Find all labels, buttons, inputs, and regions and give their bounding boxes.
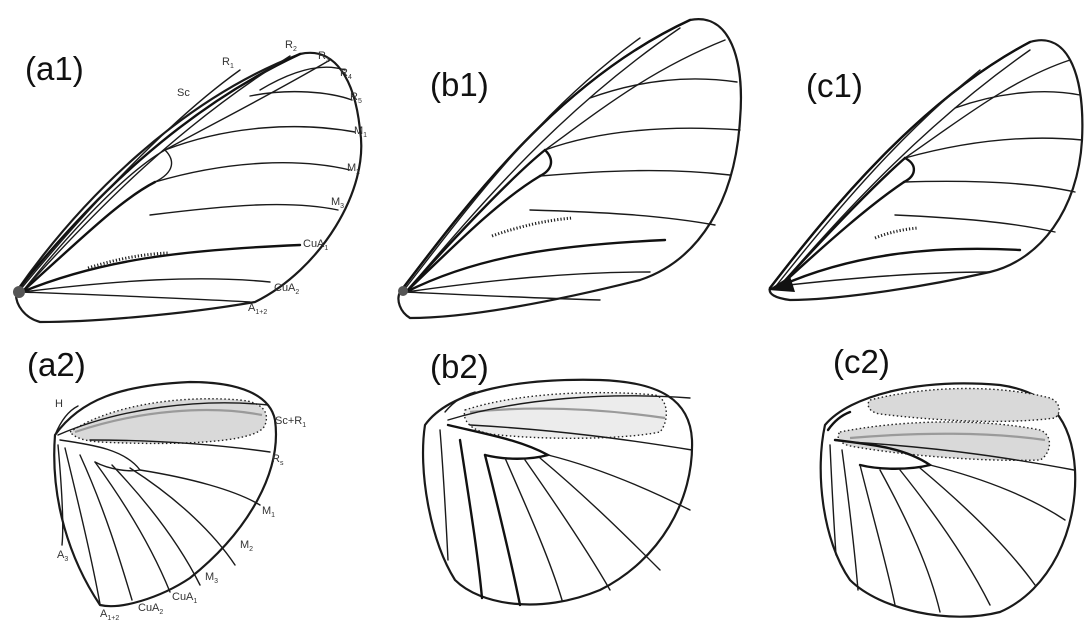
label-r5: R5 bbox=[350, 91, 362, 105]
label-cua2: CuA2 bbox=[274, 282, 299, 296]
label-scr1: Sc+R1 bbox=[275, 415, 306, 429]
label-m3: M3 bbox=[205, 571, 218, 585]
label-rs: Rs bbox=[272, 453, 284, 467]
panel-label-c1: (c1) bbox=[806, 67, 863, 104]
forewing-b1-base bbox=[398, 286, 408, 296]
panel-label-b2: (b2) bbox=[430, 348, 489, 385]
forewing-b1 bbox=[398, 19, 741, 318]
label-m2: M2 bbox=[240, 539, 253, 553]
panel-label-a2: (a2) bbox=[27, 346, 86, 383]
label-a12: A1+2 bbox=[248, 302, 267, 316]
panel-label-b1: (b1) bbox=[430, 66, 489, 103]
label-a12: A1+2 bbox=[100, 608, 119, 622]
panel-label-a1: (a1) bbox=[25, 50, 84, 87]
label-m1: M1 bbox=[262, 505, 275, 519]
label-h: H bbox=[55, 398, 63, 410]
label-a3: A3 bbox=[57, 549, 68, 563]
label-cua2: CuA2 bbox=[138, 602, 163, 616]
label-cua1: CuA1 bbox=[172, 591, 197, 605]
hindwing-b2 bbox=[423, 380, 692, 605]
label-r4: R4 bbox=[340, 67, 352, 81]
forewing-a1-base bbox=[13, 286, 25, 298]
label-r1: R1 bbox=[222, 56, 234, 70]
panel-label-c2: (c2) bbox=[833, 343, 890, 380]
hindwing-c2 bbox=[821, 383, 1076, 616]
label-r3: R3 bbox=[318, 50, 330, 64]
label-sc: Sc bbox=[177, 87, 190, 99]
label-r2: R2 bbox=[285, 39, 297, 53]
label-m1: M1 bbox=[354, 125, 367, 139]
hindwing-a2 bbox=[54, 382, 276, 606]
